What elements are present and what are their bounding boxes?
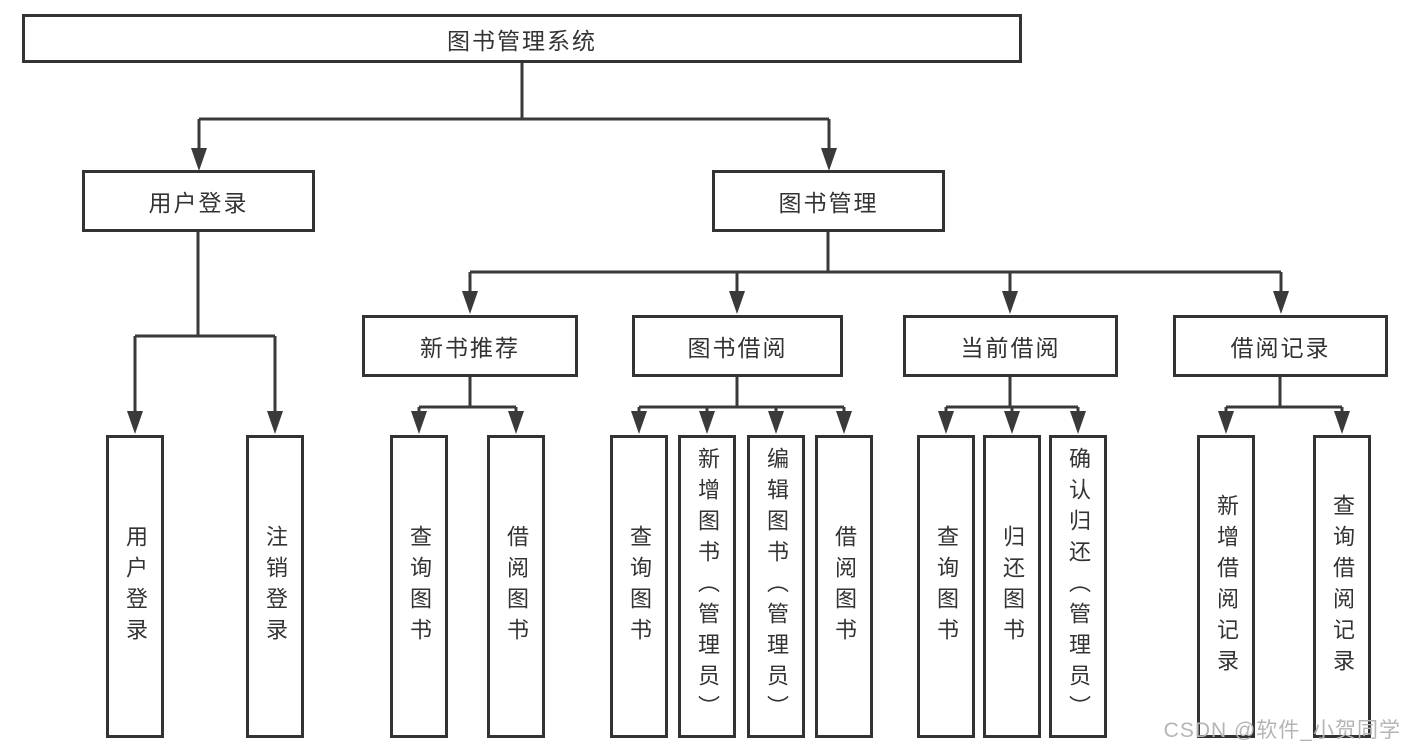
node-borrow-records: 借阅记录 [1173,315,1388,377]
node-new-book-recommend-label: 新书推荐 [420,335,520,361]
leaf-user-login: 用户登录 [106,435,164,738]
leaf-query-books-recommend: 查询图书 [390,435,448,738]
connector-new-book-children [411,377,524,434]
leaf-add-books-admin-label: 新增图书（管理员） [695,447,720,726]
connector-user-login-children [127,232,283,434]
node-current-borrow-label: 当前借阅 [960,335,1061,361]
leaf-query-borrow-record-label: 查询借阅记录 [1330,493,1355,680]
leaf-return-books-label: 归还图书 [1000,524,1025,649]
node-user-login-label: 用户登录 [148,190,249,216]
node-book-borrow: 图书借阅 [632,315,843,377]
node-current-borrow: 当前借阅 [903,315,1118,377]
leaf-query-books-recommend-label: 查询图书 [407,524,432,649]
node-root-label: 图书管理系统 [447,27,597,54]
leaf-confirm-return-admin: 确认归还（管理员） [1049,435,1107,738]
leaf-logout: 注销登录 [246,435,304,738]
leaf-logout-label: 注销登录 [263,524,288,649]
node-book-management: 图书管理 [712,170,945,232]
connector-current-borrow-children [938,377,1086,434]
node-book-management-label: 图书管理 [778,190,879,216]
node-book-borrow-label: 图书借阅 [687,335,788,361]
csdn-watermark: CSDN @软件_小贺同学 [1163,719,1401,742]
leaf-query-borrow-record: 查询借阅记录 [1313,435,1371,738]
leaf-query-books-borrow: 查询图书 [610,435,668,738]
connector-book-management-children [462,232,1289,314]
node-borrow-records-label: 借阅记录 [1230,335,1331,361]
leaf-add-books-admin: 新增图书（管理员） [678,435,736,738]
leaf-borrow-books-label: 借阅图书 [832,524,857,649]
leaf-borrow-books-recommend-label: 借阅图书 [504,524,529,649]
leaf-confirm-return-admin-label: 确认归还（管理员） [1066,447,1091,726]
connector-root-to-level2 [191,63,837,171]
node-new-book-recommend: 新书推荐 [362,315,578,377]
connector-borrow-records-children [1218,377,1350,434]
leaf-borrow-books-recommend: 借阅图书 [487,435,545,738]
leaf-borrow-books: 借阅图书 [815,435,873,738]
connector-book-borrow-children [631,377,852,434]
leaf-edit-books-admin-label: 编辑图书（管理员） [764,447,789,726]
leaf-user-login-label: 用户登录 [123,524,148,649]
leaf-edit-books-admin: 编辑图书（管理员） [747,435,805,738]
leaf-add-borrow-record: 新增借阅记录 [1197,435,1255,738]
leaf-query-books-current: 查询图书 [917,435,975,738]
node-root: 图书管理系统 [22,14,1022,63]
leaf-query-books-current-label: 查询图书 [934,524,959,649]
leaf-return-books: 归还图书 [983,435,1041,738]
leaf-query-books-borrow-label: 查询图书 [627,524,652,649]
leaf-add-borrow-record-label: 新增借阅记录 [1214,493,1239,680]
node-user-login: 用户登录 [82,170,315,232]
